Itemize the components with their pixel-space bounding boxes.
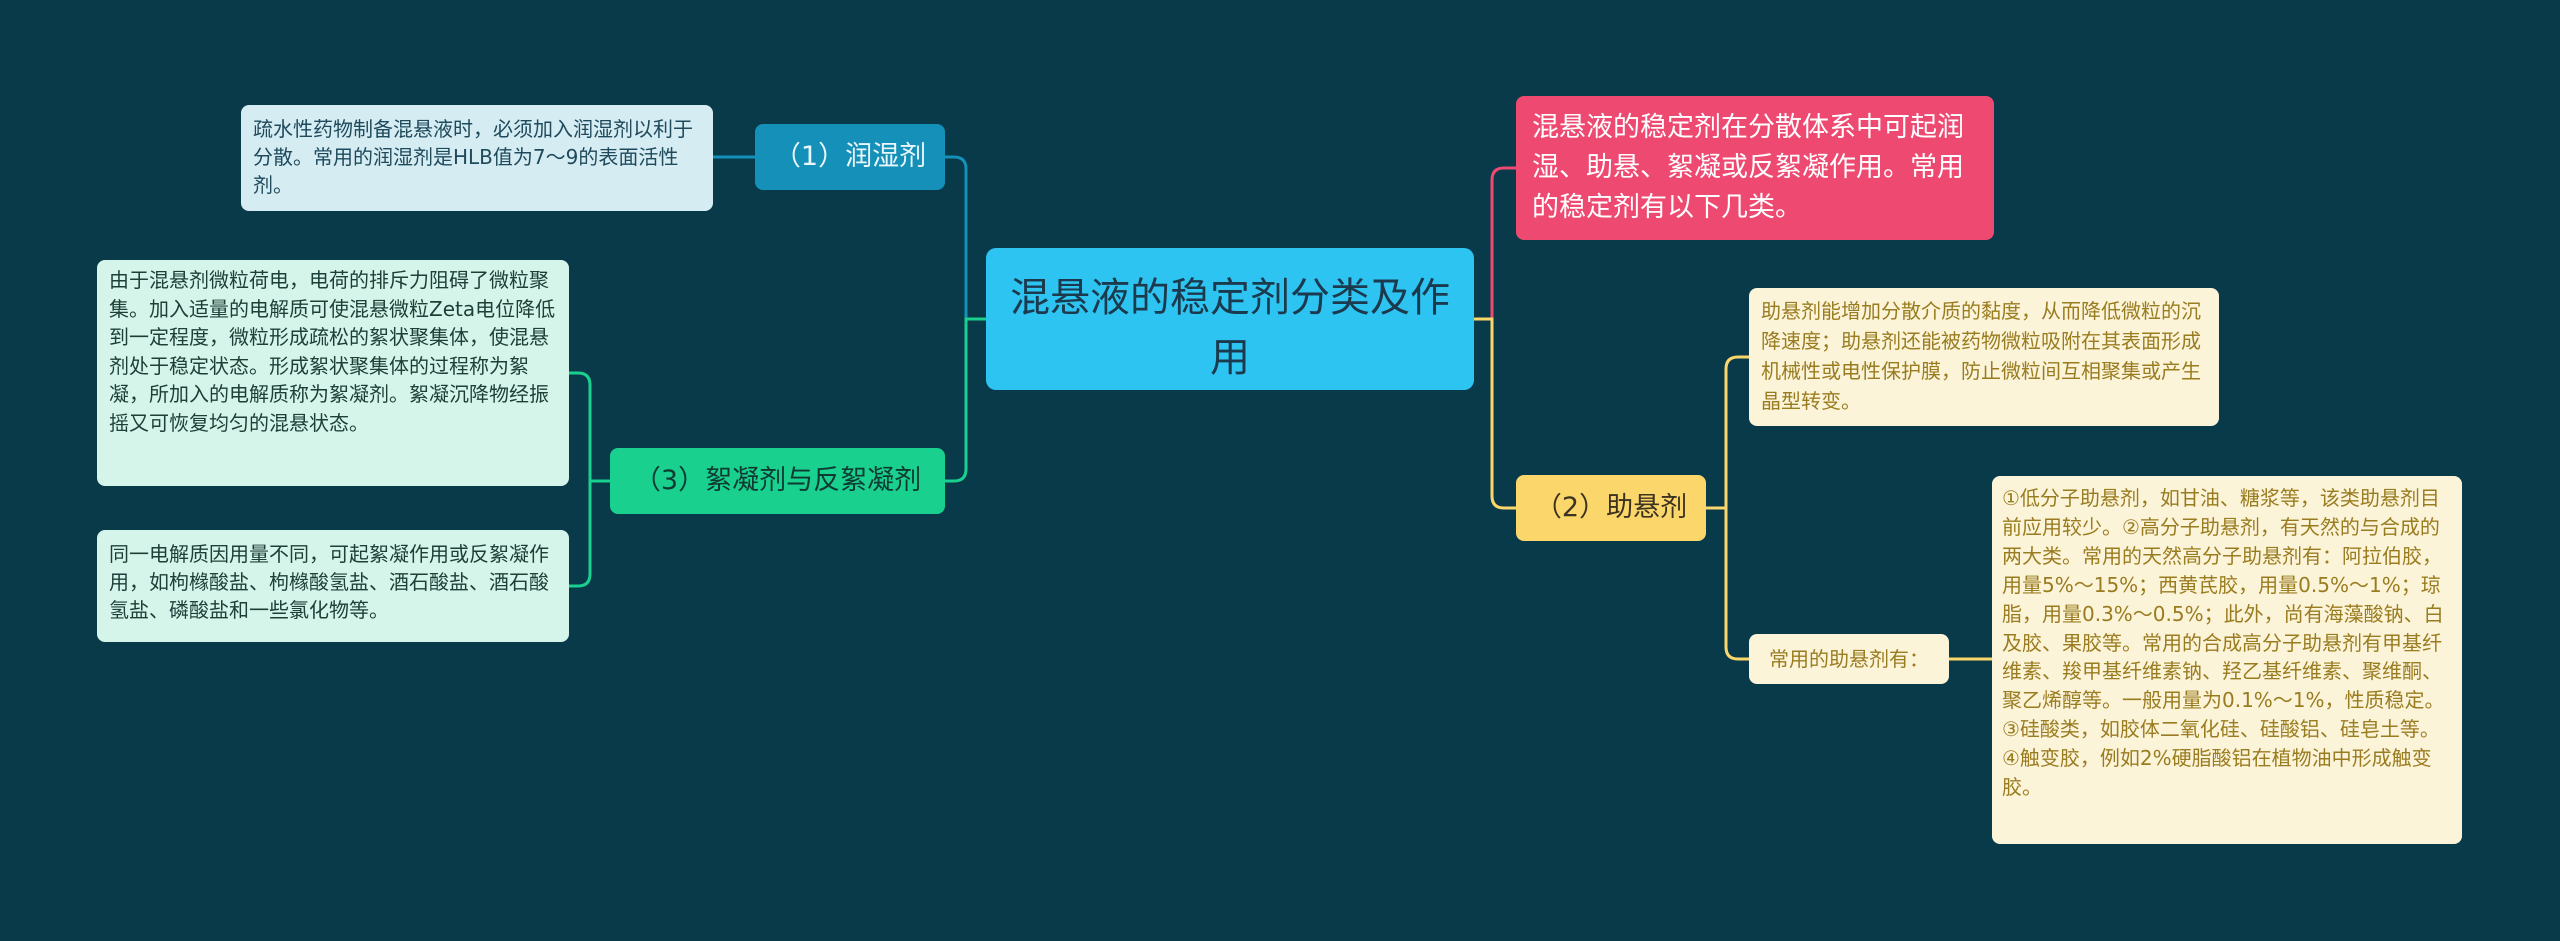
central-topic-label: 混悬液的稳定剂分类及作用 [1010, 275, 1450, 381]
connector-flocculant-desc1 [569, 371, 610, 483]
flocculant-description-text-2: 同一电解质因用量不同，可起絮凝作用或反絮凝作用，如枸橼酸盐、枸橼酸氢盐、酒石酸盐… [109, 542, 549, 622]
branch-wetting-agent[interactable]: （1）润湿剂 [755, 124, 945, 190]
flocculant-description-node-1[interactable]: 由于混悬剂微粒荷电，电荷的排斥力阻碍了微粒聚集。加入适量的电解质可使混悬微粒Ze… [97, 260, 569, 486]
connector-suspending-common [1706, 506, 1749, 661]
connector-central-suspending [1474, 317, 1516, 510]
suspending-description-node[interactable]: 助悬剂能增加分散介质的黏度，从而降低微粒的沉降速度；助悬剂还能被药物微粒吸附在其… [1749, 288, 2219, 426]
branch-flocculant[interactable]: （3）絮凝剂与反絮凝剂 [610, 448, 945, 514]
central-topic[interactable]: 混悬液的稳定剂分类及作用 [986, 248, 1474, 390]
connector-central-wetting [945, 155, 986, 321]
common-suspending-label-node[interactable]: 常用的助悬剂有： [1749, 634, 1949, 684]
flocculant-description-node-2[interactable]: 同一电解质因用量不同，可起絮凝作用或反絮凝作用，如枸橼酸盐、枸橼酸氢盐、酒石酸盐… [97, 530, 569, 642]
branch-suspending-label: （2）助悬剂 [1534, 492, 1688, 523]
common-suspending-label: 常用的助悬剂有： [1769, 647, 1929, 671]
intro-node[interactable]: 混悬液的稳定剂在分散体系中可起润湿、助悬、絮凝或反絮凝作用。常用的稳定剂有以下几… [1516, 96, 1994, 240]
common-suspending-description-node[interactable]: ①低分子助悬剂，如甘油、糖浆等，该类助悬剂目前应用较少。②高分子助悬剂，有天然的… [1992, 476, 2462, 844]
branch-suspending-agent[interactable]: （2）助悬剂 [1516, 475, 1706, 541]
wetting-description-text: 疏水性药物制备混悬液时，必须加入润湿剂以利于分散。常用的润湿剂是HLB值为7～9… [253, 117, 693, 197]
branch-flocculant-label: （3）絮凝剂与反絮凝剂 [633, 465, 922, 496]
branch-wetting-label: （1）润湿剂 [773, 141, 927, 172]
connector-central-flocculant [945, 317, 986, 483]
wetting-description-node[interactable]: 疏水性药物制备混悬液时，必须加入润湿剂以利于分散。常用的润湿剂是HLB值为7～9… [241, 105, 713, 211]
connector-flocculant-desc2 [569, 479, 610, 588]
intro-text: 混悬液的稳定剂在分散体系中可起润湿、助悬、絮凝或反絮凝作用。常用的稳定剂有以下几… [1532, 112, 1964, 223]
connector-suspending-desc [1706, 355, 1749, 510]
suspending-description-text: 助悬剂能增加分散介质的黏度，从而降低微粒的沉降速度；助悬剂还能被药物微粒吸附在其… [1761, 299, 2201, 413]
connector-central-intro [1474, 166, 1516, 321]
flocculant-description-text-1: 由于混悬剂微粒荷电，电荷的排斥力阻碍了微粒聚集。加入适量的电解质可使混悬微粒Ze… [109, 268, 556, 435]
common-suspending-description-text: ①低分子助悬剂，如甘油、糖浆等，该类助悬剂目前应用较少。②高分子助悬剂，有天然的… [2002, 486, 2445, 800]
